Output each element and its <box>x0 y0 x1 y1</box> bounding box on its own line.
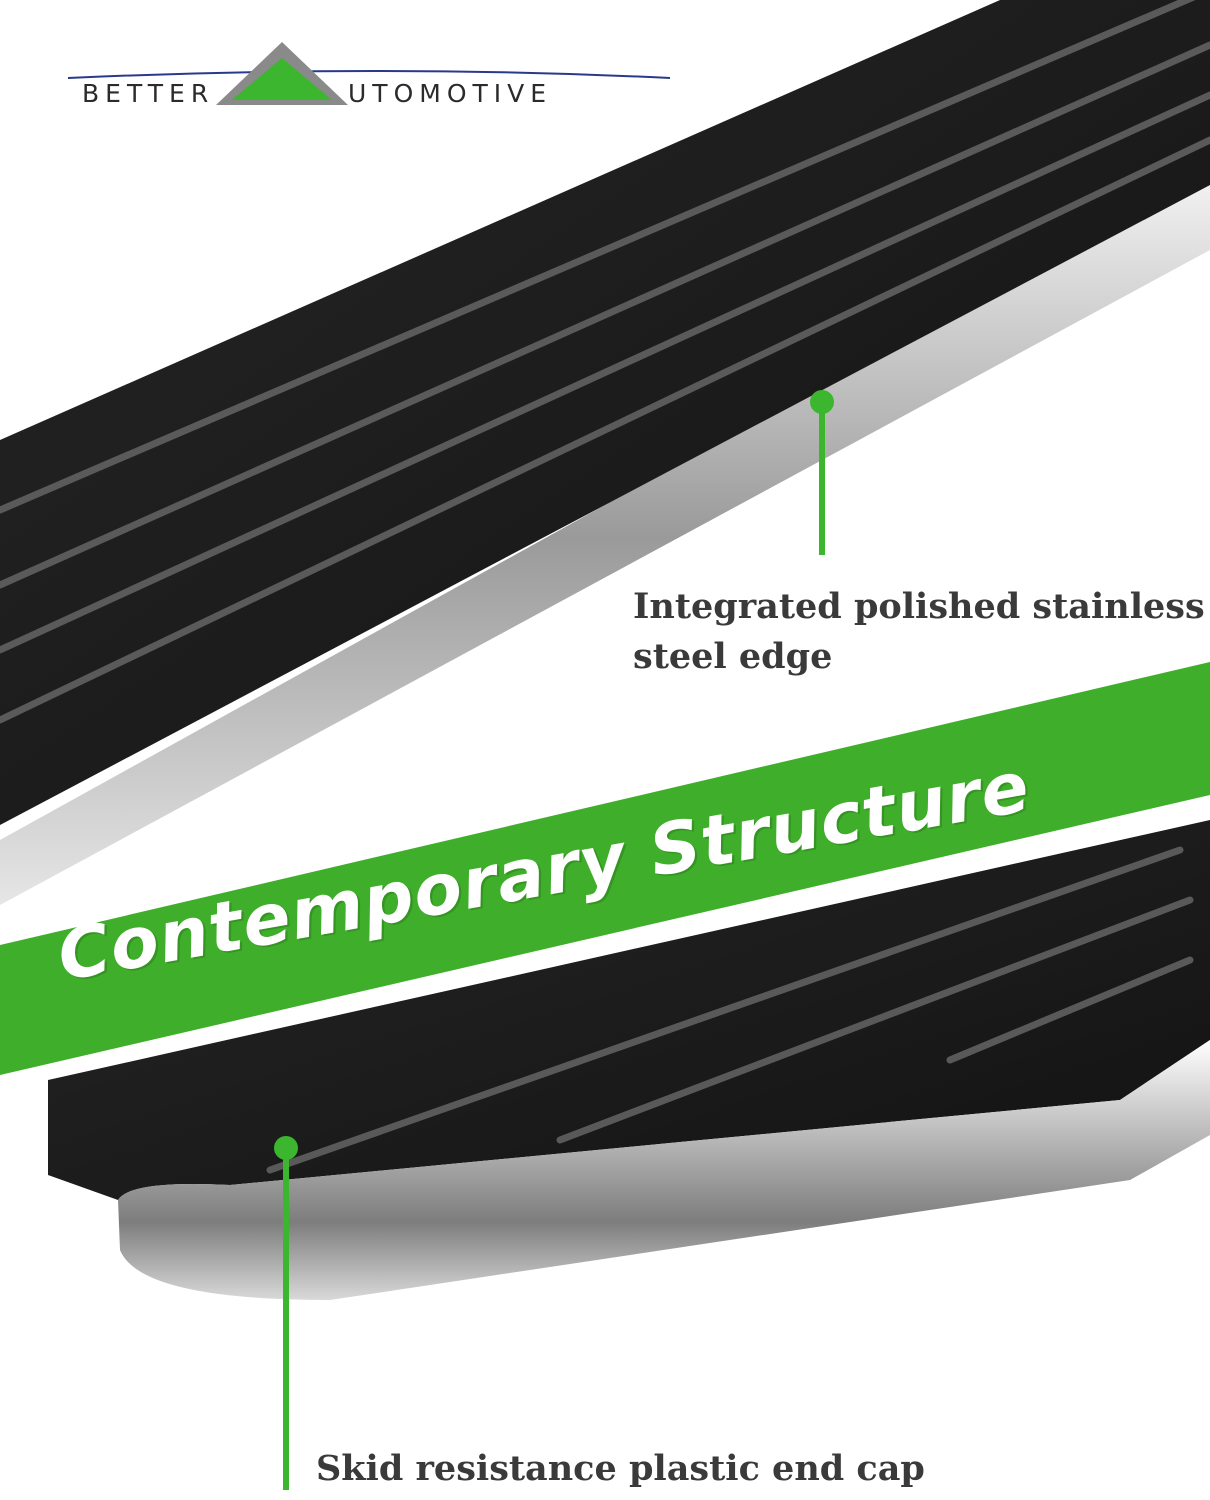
brand-name-left: BETTER <box>82 79 215 108</box>
lower-board-grooves <box>266 846 1194 1174</box>
lower-board-steel-cap <box>118 1040 1210 1300</box>
upper-board-body <box>0 0 1210 825</box>
lower-board-body <box>48 820 1210 1200</box>
brand-name-right: UTOMOTIVE <box>348 79 553 108</box>
edge-callout-line-1: Integrated polished stainless <box>633 586 1205 627</box>
end-cap-callout-text: Skid resistance plastic end cap <box>316 1448 925 1489</box>
upper-board-steel-edge <box>0 170 1210 905</box>
logo-mark <box>67 42 671 105</box>
edge-callout-marker <box>810 390 834 555</box>
end-cap-callout-marker <box>274 1136 298 1490</box>
upper-board-grooves <box>0 0 1210 724</box>
banner-background <box>0 662 1210 1075</box>
edge-callout-text: Integrated polished stainless steel edge <box>633 582 1205 682</box>
edge-callout-line-2: steel edge <box>633 636 833 677</box>
